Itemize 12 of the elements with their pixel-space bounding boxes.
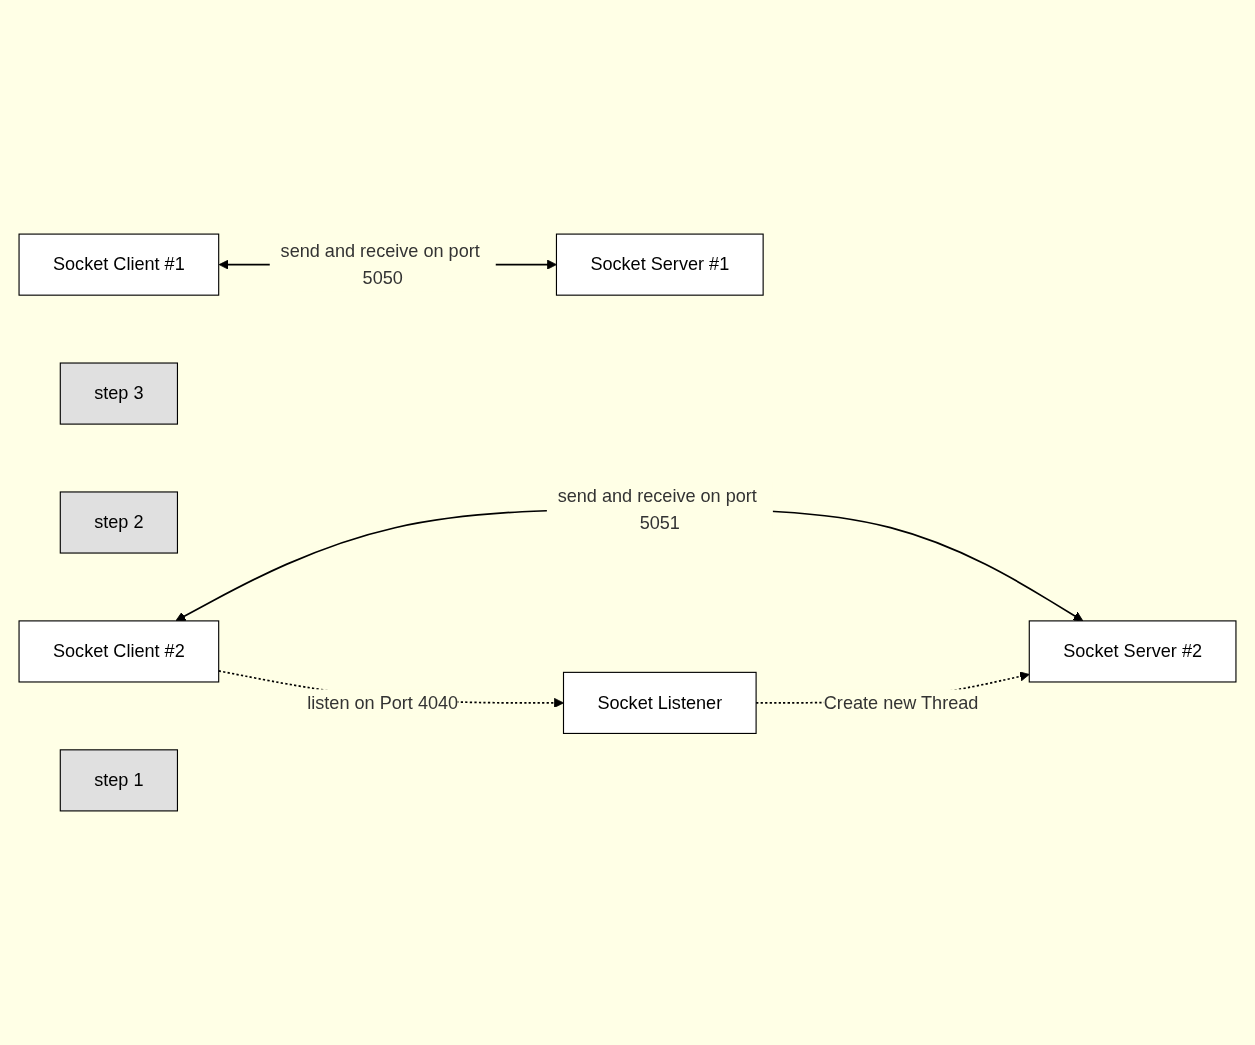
node-box: step 3 — [59, 362, 179, 425]
node-box: Socket Client #1 — [18, 233, 220, 296]
edge-label: send and receive on port 5051 — [557, 485, 757, 533]
edge-label: listen on Port 4040 — [307, 692, 459, 712]
edge-label: send and receive on port 5050 — [280, 240, 480, 288]
node-box: Socket Server #2 — [1028, 620, 1237, 683]
node-box: step 1 — [59, 749, 179, 812]
node-box: Socket Listener — [562, 671, 757, 734]
node-box: Socket Client #2 — [18, 620, 220, 683]
edge-label: Create new Thread — [823, 692, 979, 712]
node-box: Socket Server #1 — [555, 233, 764, 296]
node-box: step 2 — [59, 491, 179, 554]
